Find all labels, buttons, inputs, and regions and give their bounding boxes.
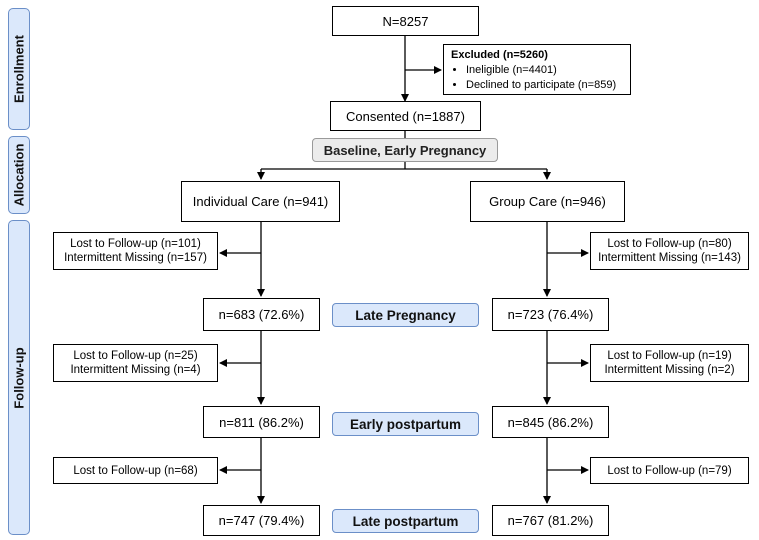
stage-label-text: Follow-up bbox=[11, 346, 27, 409]
individual-care-text: Individual Care (n=941) bbox=[192, 194, 329, 209]
group-care-text: Group Care (n=946) bbox=[489, 194, 606, 209]
group-late-pregnancy-count: n=723 (76.4%) bbox=[492, 298, 609, 331]
baseline-text: Baseline, Early Pregnancy bbox=[323, 142, 487, 158]
group-loss-late-pregnancy: Lost to Follow-up (n=80) Intermittent Mi… bbox=[590, 232, 749, 270]
loss-text: Lost to Follow-up (n=19) bbox=[607, 350, 732, 362]
missing-text: Intermittent Missing (n=4) bbox=[70, 364, 201, 376]
count-text: n=747 (79.4%) bbox=[218, 513, 305, 528]
individual-late-postpartum-count: n=747 (79.4%) bbox=[203, 505, 320, 536]
phase-label-late-postpartum: Late postpartum bbox=[332, 509, 479, 533]
excluded-box: Excluded (n=5260) Ineligible (n=4401) De… bbox=[443, 44, 631, 95]
loss-text: Lost to Follow-up (n=25) bbox=[73, 350, 198, 362]
excluded-title: Excluded (n=5260) bbox=[451, 49, 548, 61]
count-text: n=811 (86.2%) bbox=[219, 414, 304, 430]
stage-label-text: Allocation bbox=[11, 143, 27, 207]
phase-label-early-postpartum: Early postpartum bbox=[332, 412, 479, 436]
group-early-postpartum-count: n=845 (86.2%) bbox=[492, 406, 609, 438]
group-late-postpartum-count: n=767 (81.2%) bbox=[492, 505, 609, 536]
loss-text: Lost to Follow-up (n=79) bbox=[607, 464, 732, 477]
individual-loss-early-postpartum: Lost to Follow-up (n=25) Intermittent Mi… bbox=[53, 344, 218, 382]
excluded-item: Declined to participate (n=859) bbox=[466, 78, 624, 93]
missing-text: Intermittent Missing (n=143) bbox=[598, 252, 741, 264]
group-care-box: Group Care (n=946) bbox=[470, 181, 625, 222]
individual-early-postpartum-count: n=811 (86.2%) bbox=[203, 406, 320, 438]
count-text: n=845 (86.2%) bbox=[507, 414, 594, 430]
phase-text: Early postpartum bbox=[349, 416, 462, 432]
total-text: N=8257 bbox=[382, 13, 429, 29]
stage-label-followup: Follow-up bbox=[8, 220, 30, 535]
phase-text: Late Pregnancy bbox=[355, 307, 456, 323]
excluded-item: Ineligible (n=4401) bbox=[466, 63, 624, 78]
excluded-list: Ineligible (n=4401) Declined to particip… bbox=[451, 63, 624, 93]
phase-label-late-pregnancy: Late Pregnancy bbox=[332, 303, 479, 327]
group-loss-late-postpartum: Lost to Follow-up (n=79) bbox=[590, 457, 749, 484]
baseline-label: Baseline, Early Pregnancy bbox=[312, 138, 498, 162]
individual-care-box: Individual Care (n=941) bbox=[181, 181, 340, 222]
count-text: n=683 (72.6%) bbox=[218, 307, 305, 322]
individual-loss-late-postpartum: Lost to Follow-up (n=68) bbox=[53, 457, 218, 484]
group-loss-early-postpartum: Lost to Follow-up (n=19) Intermittent Mi… bbox=[590, 344, 749, 382]
missing-text: Intermittent Missing (n=2) bbox=[604, 364, 735, 376]
count-text: n=723 (76.4%) bbox=[507, 307, 594, 322]
missing-text: Intermittent Missing (n=157) bbox=[64, 252, 207, 264]
loss-text: Lost to Follow-up (n=68) bbox=[73, 464, 198, 477]
consented-text: Consented (n=1887) bbox=[346, 108, 465, 124]
loss-text: Lost to Follow-up (n=101) bbox=[70, 238, 201, 250]
total-box: N=8257 bbox=[332, 6, 479, 36]
stage-label-text: Enrollment bbox=[11, 35, 27, 103]
individual-loss-late-pregnancy: Lost to Follow-up (n=101) Intermittent M… bbox=[53, 232, 218, 270]
stage-label-allocation: Allocation bbox=[8, 136, 30, 214]
loss-text: Lost to Follow-up (n=80) bbox=[607, 238, 732, 250]
stage-label-enrollment: Enrollment bbox=[8, 8, 30, 130]
individual-late-pregnancy-count: n=683 (72.6%) bbox=[203, 298, 320, 331]
phase-text: Late postpartum bbox=[352, 513, 459, 529]
consented-box: Consented (n=1887) bbox=[330, 101, 481, 131]
count-text: n=767 (81.2%) bbox=[507, 513, 594, 528]
